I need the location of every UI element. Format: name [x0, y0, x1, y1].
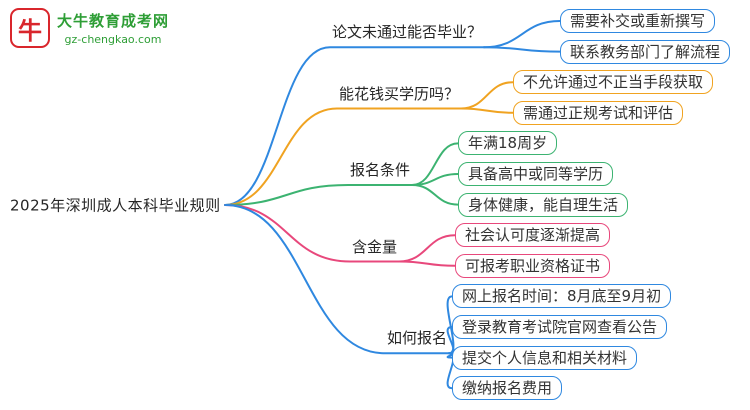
- logo-subtitle: gz-chengkao.com: [64, 33, 162, 46]
- mindmap-branch-label: 含金量: [352, 237, 398, 256]
- site-logo: 牛 大牛教育成考网 gz-chengkao.com: [10, 8, 169, 48]
- mindmap-leaf-node: 登录教育考试院官网查看公告: [452, 315, 668, 339]
- mindmap-leaf-node: 提交个人信息和相关材料: [452, 345, 638, 370]
- mindmap-branch-label: 如何报名: [387, 329, 448, 348]
- mindmap-root-node: 2025年深圳成人本科毕业规则: [10, 196, 221, 215]
- mindmap-leaf-node: 联系教务部门了解流程: [560, 39, 731, 64]
- mindmap-leaf-node: 不允许通过不正当手段获取: [513, 70, 714, 95]
- logo-bull-icon: 牛: [10, 8, 50, 48]
- mindmap-leaf-node: 具备高中或同等学历: [458, 162, 614, 186]
- logo-text-block: 大牛教育成考网 gz-chengkao.com: [57, 10, 169, 46]
- mindmap-leaf-node: 身体健康，能自理生活: [458, 192, 629, 217]
- mindmap-leaf-node: 缴纳报名费用: [452, 376, 563, 401]
- mindmap-leaf-node: 社会认可度逐渐提高: [455, 223, 611, 248]
- mindmap-leaf-node: 网上报名时间：8月底至9月初: [452, 284, 672, 309]
- mindmap-branch-label: 论文未通过能否毕业？: [332, 23, 483, 42]
- mindmap-leaf-node: 需通过正规考试和评估: [513, 100, 684, 125]
- mindmap-leaf-node: 需要补交或重新撰写: [560, 9, 716, 33]
- logo-title: 大牛教育成考网: [57, 12, 170, 30]
- mindmap-branch-label: 报名条件: [350, 161, 411, 179]
- mindmap-leaf-node: 可报考职业资格证书: [455, 253, 611, 278]
- mindmap-leaf-node: 年满18周岁: [458, 131, 558, 156]
- mindmap-branch-label: 能花钱买学历吗？: [339, 84, 460, 103]
